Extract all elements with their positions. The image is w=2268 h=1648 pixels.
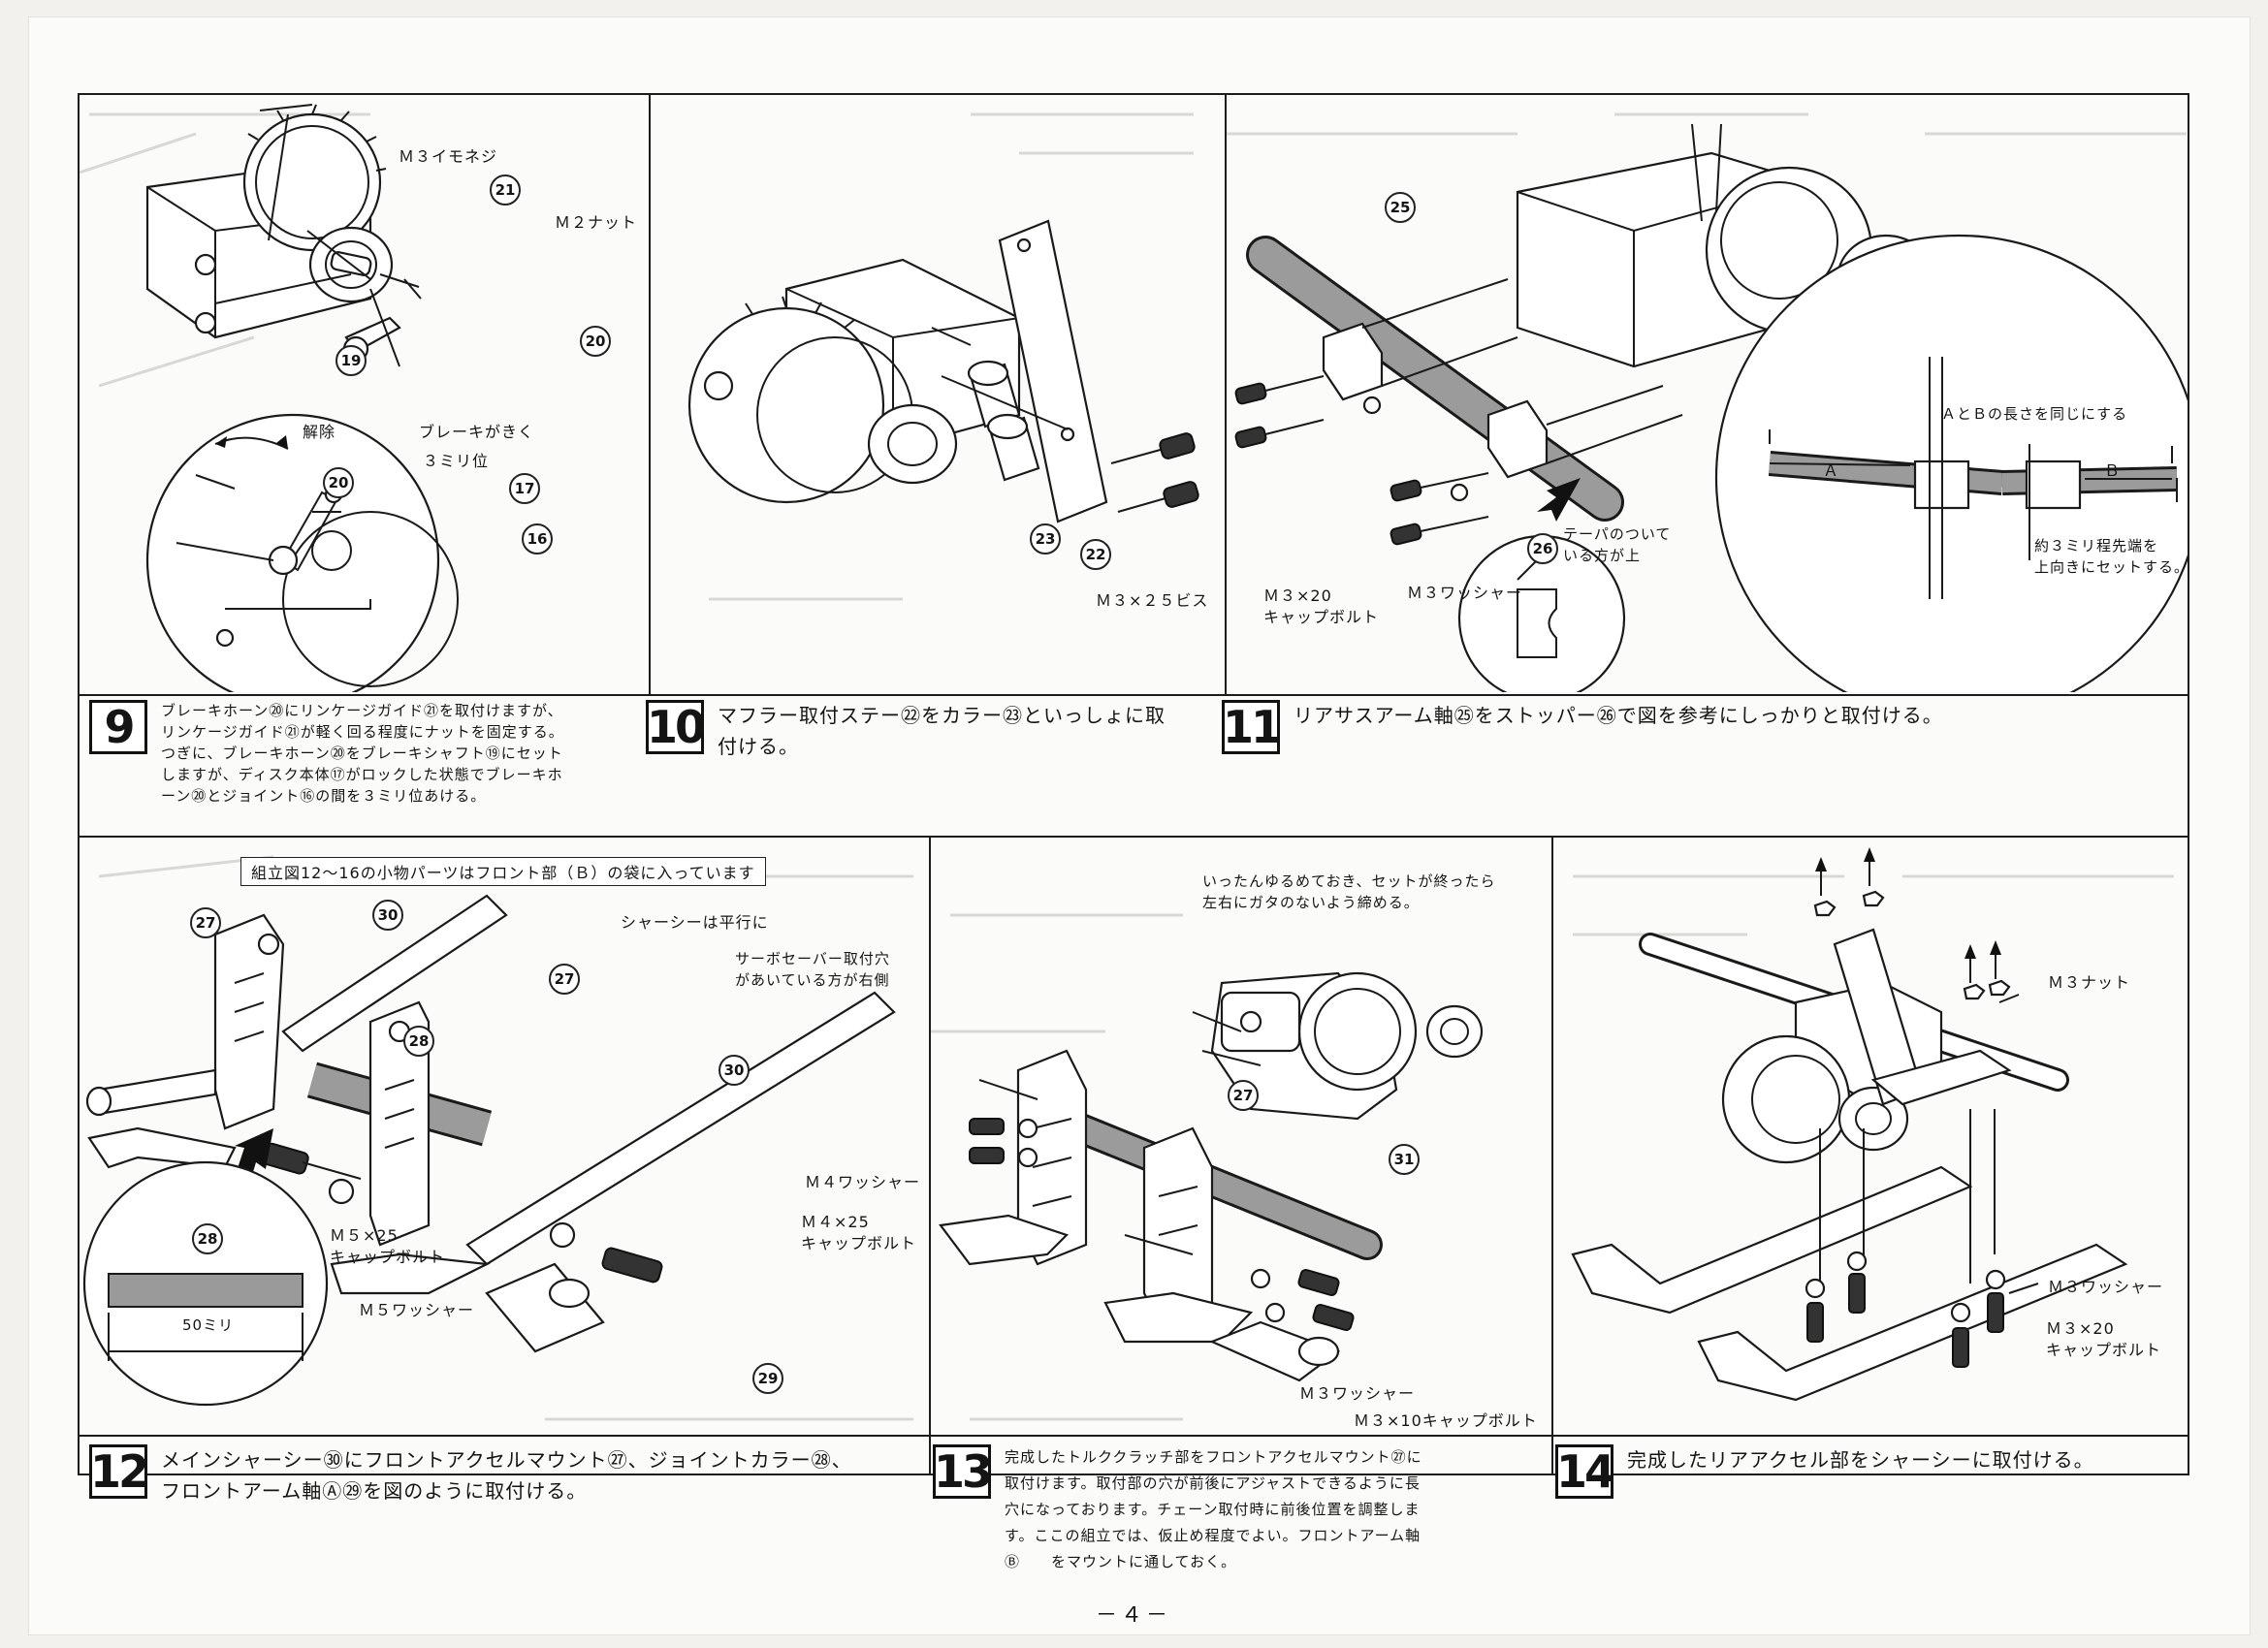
label-m4-25-cap: Ｍ４×25 キャップボルト bbox=[801, 1213, 917, 1252]
label-m5-25-cap: Ｍ５×25 キャップボルト bbox=[330, 1226, 446, 1266]
part-31: 31 bbox=[1389, 1144, 1420, 1175]
part-26: 26 bbox=[1527, 533, 1558, 564]
label-servo: サーボセーバー取付穴 があいている方が右側 bbox=[735, 950, 890, 989]
divider bbox=[1225, 93, 1227, 696]
divider bbox=[78, 694, 2189, 696]
figure-step-13 bbox=[931, 838, 1550, 1433]
part-30: 30 bbox=[372, 900, 403, 931]
step-11-text: リアサスアーム軸㉕をストッパー㉖で図を参考にしっかりと取付ける。 bbox=[1294, 704, 1943, 727]
part-22: 22 bbox=[1080, 539, 1111, 570]
label-m3-nut: Ｍ３ナット bbox=[2048, 973, 2131, 992]
part-27-13: 27 bbox=[1228, 1080, 1259, 1111]
figure-step-14 bbox=[1553, 838, 2188, 1433]
label-50mm: 50ミリ bbox=[182, 1316, 235, 1334]
part-21: 21 bbox=[490, 174, 521, 206]
label-loosen: いったんゆるめておき、セットが終ったら 左右にガタのないよう締める。 bbox=[1202, 872, 1496, 911]
assembly-grid bbox=[78, 93, 2189, 1475]
label-m3-washer-14: Ｍ３ワッシャー bbox=[2048, 1278, 2164, 1296]
step-14-text: 完成したリアアクセル部をシャーシーに取付ける。 bbox=[1627, 1448, 2094, 1472]
figure-step-9 bbox=[80, 95, 648, 692]
step-9-text: ブレーキホーン⑳にリンケージガイド㉑を取付けますが、 リンケージガイド㉑が軽く回… bbox=[161, 702, 564, 805]
part-19: 19 bbox=[335, 345, 367, 376]
step-10-text: マフラー取付ステー㉒をカラー㉓といっしょに取 付ける。 bbox=[718, 704, 1166, 758]
part-27b: 27 bbox=[549, 964, 580, 995]
label-m3-imonezi: Ｍ３イモネジ bbox=[399, 147, 498, 166]
label-a: Ａ bbox=[1823, 461, 1840, 480]
step-12: 12 メインシャーシー㉚にフロントアクセルマウント㉗、ジョイントカラー㉘、 フロ… bbox=[89, 1444, 852, 1506]
label-b: Ｂ bbox=[2104, 461, 2122, 480]
part-27: 27 bbox=[190, 907, 221, 938]
step-9-number: 9 bbox=[89, 700, 147, 754]
label-release: 解除 bbox=[303, 423, 336, 441]
label-m3-25-bis: Ｍ３×２５ビス bbox=[1096, 591, 1209, 610]
figure-step-10 bbox=[651, 95, 1223, 692]
step-14: 14 完成したリアアクセル部をシャーシーに取付ける。 bbox=[1555, 1444, 2094, 1499]
label-m2-nut: Ｍ２ナット bbox=[555, 213, 638, 232]
label-brake: ブレーキがきく bbox=[419, 423, 535, 441]
divider bbox=[1551, 836, 1553, 1475]
step-13-text: 完成したトルククラッチ部をフロントアクセルマウント㉗に 取付けます。取付部の穴が… bbox=[1005, 1448, 1422, 1570]
step-11: 11 リアサスアーム軸㉕をストッパー㉖で図を参考にしっかりと取付ける。 bbox=[1222, 700, 1943, 754]
label-taper: テーパのついて いる方が上 bbox=[1563, 525, 1672, 564]
step-13-number: 13 bbox=[933, 1444, 993, 1499]
part-28: 28 bbox=[403, 1026, 434, 1057]
divider bbox=[649, 93, 651, 696]
figure-step-11 bbox=[1227, 95, 2188, 692]
step-12-number: 12 bbox=[89, 1444, 149, 1499]
label-m4-washer: Ｍ４ワッシャー bbox=[805, 1173, 921, 1191]
part-20: 20 bbox=[580, 326, 611, 357]
part-29: 29 bbox=[752, 1363, 783, 1394]
step-13: 13 完成したトルククラッチ部をフロントアクセルマウント㉗に 取付けます。取付部… bbox=[933, 1444, 1422, 1575]
step-9: 9 ブレーキホーン⑳にリンケージガイド㉑を取付けますが、 リンケージガイド㉑が軽… bbox=[89, 700, 564, 807]
divider bbox=[929, 836, 931, 1475]
label-parallel: シャーシーは平行に bbox=[621, 913, 769, 932]
label-ab-same: ＡとＢの長さを同じにする bbox=[1941, 405, 2128, 423]
part-17: 17 bbox=[509, 473, 540, 504]
part-23: 23 bbox=[1030, 523, 1061, 555]
divider bbox=[78, 1435, 2189, 1437]
step-10: 10 マフラー取付ステー㉒をカラー㉓といっしょに取 付ける。 bbox=[646, 700, 1166, 762]
step-14-number: 14 bbox=[1555, 1444, 1615, 1499]
figure-step-12 bbox=[80, 838, 928, 1433]
step-12-text: メインシャーシー㉚にフロントアクセルマウント㉗、ジョイントカラー㉘、 フロントア… bbox=[161, 1448, 852, 1503]
label-tip: 約３ミリ程先端を 上向きにセットする。 bbox=[2034, 537, 2190, 576]
part-20b: 20 bbox=[323, 467, 354, 498]
step-10-number: 10 bbox=[646, 700, 706, 754]
part-25: 25 bbox=[1385, 192, 1416, 223]
label-m3-washer-13: Ｍ３ワッシャー bbox=[1299, 1384, 1416, 1403]
page-number: －４－ bbox=[1096, 1603, 1172, 1628]
part-30b: 30 bbox=[719, 1055, 750, 1086]
label-m3-washer: Ｍ３ワッシャー bbox=[1407, 584, 1523, 602]
part-28-inset: 28 bbox=[192, 1223, 223, 1254]
note-small-parts: 組立図12〜16の小物パーツはフロント部（Ｂ）の袋に入っています bbox=[240, 857, 766, 886]
label-m3-20-cap-14: Ｍ３×20 キャップボルト bbox=[2046, 1319, 2162, 1359]
part-16: 16 bbox=[522, 523, 553, 555]
label-m3-10-cap: Ｍ３×10キャップボルト bbox=[1354, 1411, 1538, 1430]
label-3mm: ３ミリ位 bbox=[423, 452, 490, 470]
divider bbox=[78, 836, 2189, 838]
step-11-number: 11 bbox=[1222, 700, 1282, 754]
label-m3-20-cap: Ｍ３×20 キャップボルト bbox=[1263, 586, 1380, 626]
label-m5-washer: Ｍ５ワッシャー bbox=[359, 1301, 475, 1319]
